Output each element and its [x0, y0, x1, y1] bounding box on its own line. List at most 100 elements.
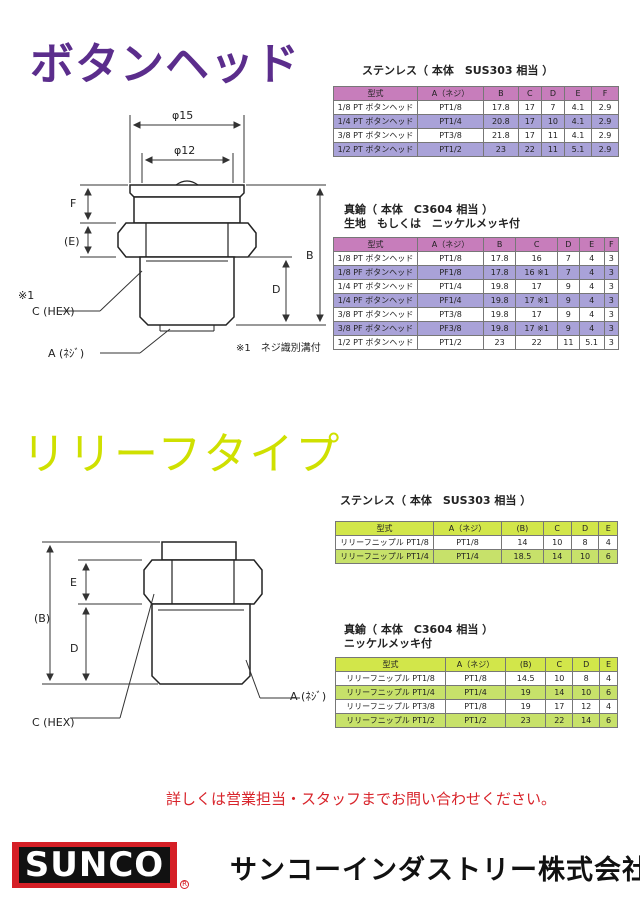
cell: PT1/2	[417, 142, 484, 157]
cell: 8	[572, 671, 601, 686]
col-header: C	[517, 86, 542, 101]
cell: 19.8	[482, 279, 517, 294]
cell: 5.1	[563, 142, 592, 157]
cell: PT1/2	[417, 335, 484, 350]
cell: 1/4 PT ボタンヘッド	[333, 279, 418, 294]
button-head-diagram: φ15 φ12 F (E) B D ※1 C (HEX) A (ﾈｼﾞ)	[18, 109, 326, 360]
col-header: D	[572, 657, 601, 672]
cell: 19	[504, 699, 547, 714]
cell: 4.1	[563, 100, 592, 115]
cell: 11	[540, 142, 565, 157]
cell: 23	[504, 713, 547, 728]
cell: 3	[603, 307, 620, 322]
cell: 1/8 PT ボタンヘッド	[333, 251, 418, 266]
col-header: A（ネジ）	[445, 657, 506, 672]
col-header: E	[578, 237, 605, 252]
company-name: サンコーインダストリー株式会社	[230, 855, 640, 886]
dim-phi15: φ15	[172, 109, 193, 122]
col-header: 型式	[333, 237, 418, 252]
dim-f: F	[70, 197, 76, 210]
cell: 17	[517, 100, 542, 115]
section1-title: ボタンヘッド	[30, 39, 300, 90]
cell: リリーフニップル PT1/4	[335, 685, 446, 700]
dim-b: B	[306, 249, 314, 262]
cell: PT1/8	[433, 535, 502, 550]
cell: 1/2 PT ボタンヘッド	[333, 142, 418, 157]
col-header: A（ネジ）	[417, 86, 484, 101]
cell: 16	[515, 251, 559, 266]
contact-notice: 詳しくは営業担当・スタッフまでお問い合わせください。	[166, 790, 557, 808]
dim-c-hex: C (HEX)	[32, 716, 75, 729]
cell: 14	[545, 685, 574, 700]
cell: 10	[540, 114, 565, 129]
cell: PT1/8	[445, 671, 506, 686]
cell: PF1/4	[417, 293, 484, 308]
cell: 2.9	[590, 142, 620, 157]
cell: 10	[545, 671, 574, 686]
cell: 17	[545, 699, 574, 714]
cell: 17	[517, 114, 542, 129]
col-header: 型式	[335, 521, 434, 536]
cell: PT3/8	[417, 307, 484, 322]
cell: リリーフニップル PT1/8	[335, 535, 434, 550]
cell: 19.8	[482, 293, 517, 308]
cell: 7	[540, 100, 565, 115]
col-header: E	[598, 521, 618, 536]
cell: 14	[572, 713, 601, 728]
dim-e: E	[70, 576, 77, 589]
dim-e: (E)	[64, 235, 80, 248]
cell: PT1/4	[433, 549, 502, 564]
cell: 4	[578, 293, 605, 308]
section1-stainless-caption: ステンレス（ 本体 SUS303 相当 ）	[362, 64, 554, 77]
section2-stainless-caption: ステンレス（ 本体 SUS303 相当 ）	[340, 494, 532, 507]
cell: 23	[482, 335, 517, 350]
cell: 22	[517, 142, 542, 157]
cell: 3/8 PT ボタンヘッド	[333, 307, 418, 322]
cell: 4.1	[563, 114, 592, 129]
cell: 17	[515, 307, 559, 322]
cell: PT1/8	[417, 100, 484, 115]
cell: 22	[545, 713, 574, 728]
dim-d: D	[70, 642, 78, 655]
section1-brass-caption-2: 生地 もしくは ニッケルメッキ付	[344, 217, 520, 230]
cell: 3/8 PF ボタンヘッド	[333, 321, 418, 336]
cell: 4	[599, 671, 618, 686]
cell: 10	[570, 549, 600, 564]
cell: 1/8 PT ボタンヘッド	[333, 100, 418, 115]
col-header: (B)	[504, 657, 547, 672]
cell: 1/4 PT ボタンヘッド	[333, 114, 418, 129]
section2-title: リリーフタイプ	[22, 429, 342, 480]
cell: 9	[557, 321, 580, 336]
col-header: 型式	[333, 86, 418, 101]
cell: 2.9	[590, 100, 620, 115]
cell: 20.8	[483, 114, 519, 129]
cell: 14	[542, 549, 572, 564]
cell: 3/8 PT ボタンヘッド	[333, 128, 418, 143]
section2-brass-caption-1: 真鍮（ 本体 C3604 相当 ）	[344, 623, 494, 636]
cell: 4	[599, 699, 618, 714]
cell: 11	[557, 335, 580, 350]
col-header: A（ネジ）	[417, 237, 484, 252]
registered-mark-icon: R	[180, 880, 189, 889]
dim-b: (B)	[34, 612, 50, 625]
cell: 21.8	[483, 128, 519, 143]
cell: 3	[603, 293, 620, 308]
cell: 1/2 PT ボタンヘッド	[333, 335, 418, 350]
col-header: C	[515, 237, 559, 252]
section1-note: ※1 ネジ識別溝付	[236, 343, 321, 354]
